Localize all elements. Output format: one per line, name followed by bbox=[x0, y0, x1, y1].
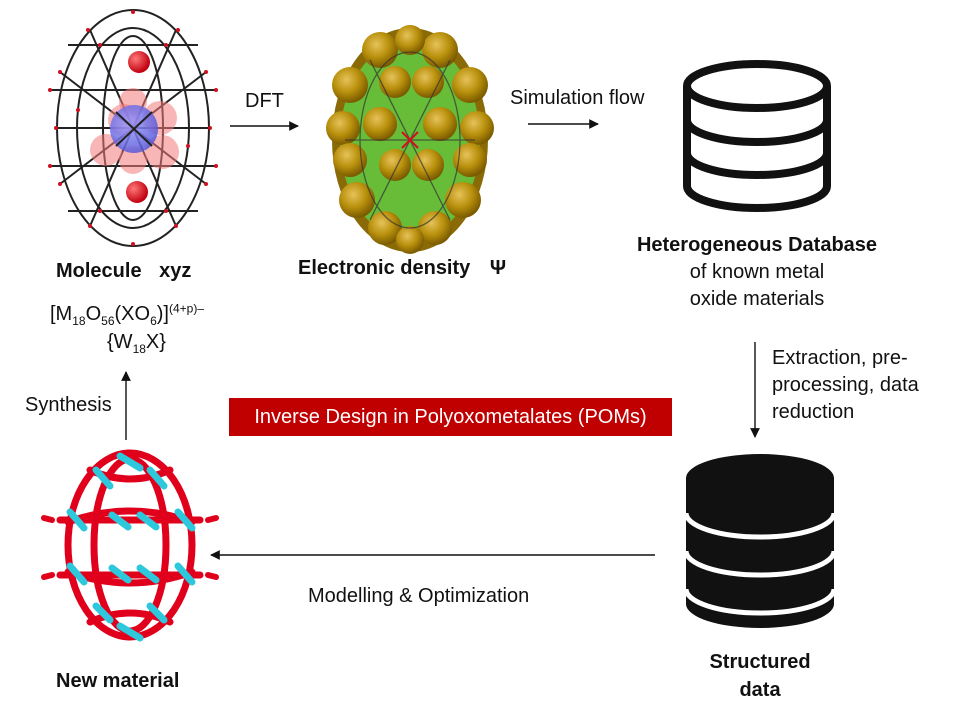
formula-line-1: [M18O56(XO6)](4+p)– bbox=[50, 301, 204, 328]
synthesis-label: Synthesis bbox=[25, 394, 112, 416]
structured-line-1: Structured bbox=[709, 651, 811, 673]
extraction-line-3: reduction bbox=[772, 401, 855, 423]
electronic-density-image bbox=[326, 25, 494, 254]
database-label: Heterogeneous Database of known metal ox… bbox=[612, 233, 902, 311]
molecule-cage-image bbox=[48, 9, 218, 247]
database-filled-icon bbox=[683, 454, 837, 628]
molecule-label-text: Molecule bbox=[56, 260, 142, 282]
structured-data-label: Structured data bbox=[690, 650, 830, 702]
density-label-text: Electronic density bbox=[298, 257, 471, 279]
database-title: Heterogeneous Database bbox=[636, 234, 878, 256]
density-label: Electronic density Ψ bbox=[298, 256, 506, 280]
molecule-xyz-label: xyz bbox=[159, 260, 192, 282]
database-line-3: oxide materials bbox=[689, 288, 825, 310]
formula-line-2: {W18X} bbox=[107, 331, 166, 356]
psi-symbol: Ψ bbox=[489, 257, 507, 279]
extraction-label: Extraction, pre- processing, data reduct… bbox=[772, 346, 919, 424]
modelling-label: Modelling & Optimization bbox=[308, 585, 530, 607]
database-outline-icon bbox=[683, 60, 831, 212]
dft-label: DFT bbox=[245, 90, 284, 112]
structured-line-2: data bbox=[739, 679, 781, 701]
new-material-model bbox=[41, 449, 219, 642]
new-material-label: New material bbox=[56, 670, 180, 692]
extraction-line-2: processing, data bbox=[772, 374, 919, 396]
simulation-flow-label: Simulation flow bbox=[510, 87, 645, 109]
database-line-2: of known metal bbox=[689, 261, 825, 283]
extraction-line-1: Extraction, pre- bbox=[772, 347, 908, 369]
molecule-label: Molecule xyz bbox=[56, 259, 191, 283]
title-banner: Inverse Design in Polyoxometalates (POMs… bbox=[229, 398, 672, 436]
